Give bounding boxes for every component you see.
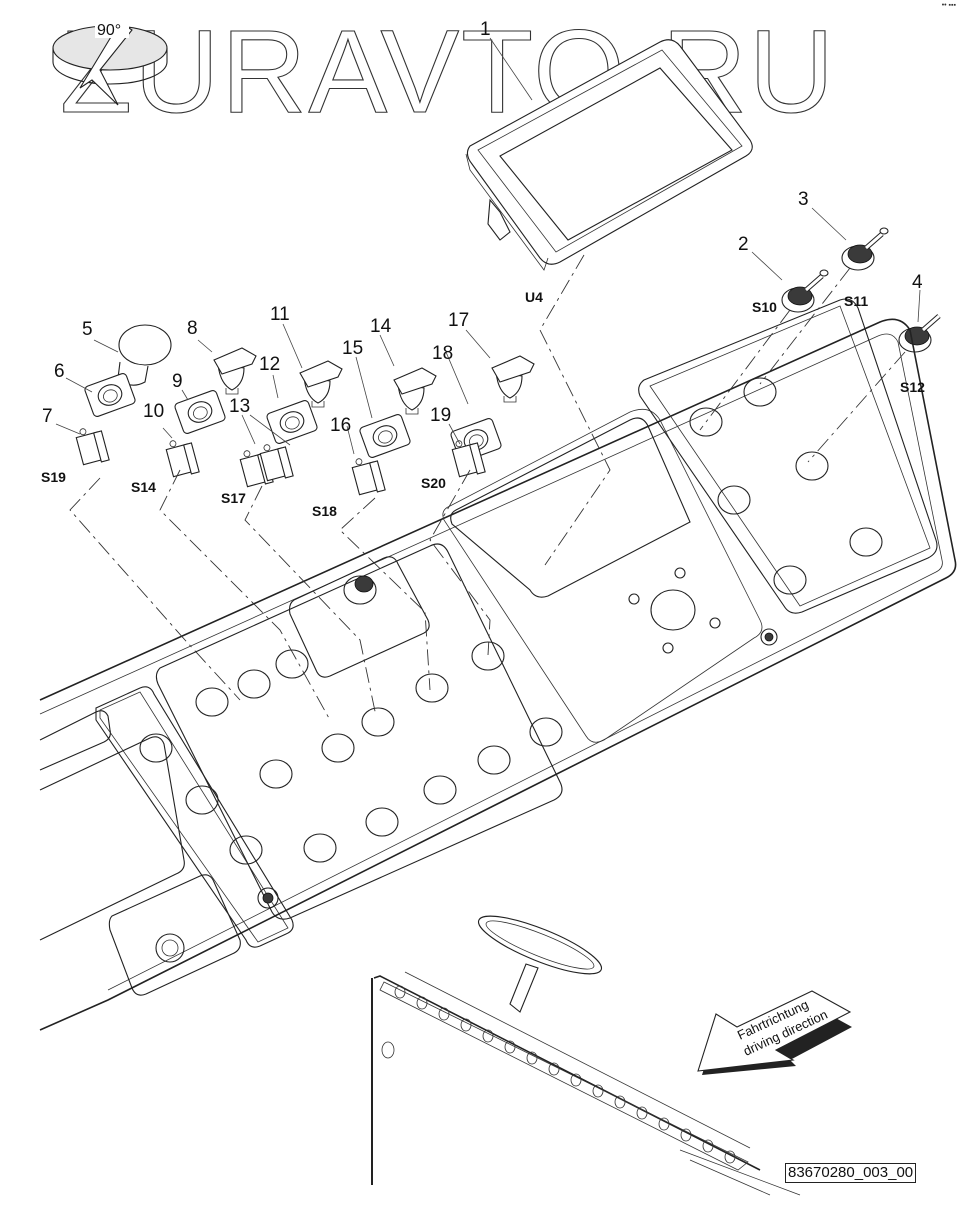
overview-knob (658, 1117, 670, 1131)
emergency-stop-installed (343, 575, 377, 605)
part-number: 18 (432, 343, 453, 364)
overview-knob (702, 1139, 714, 1153)
part-number: 12 (259, 354, 280, 375)
joystick-s10 (781, 269, 829, 313)
part-number: 2 (738, 234, 749, 255)
center-mount-holes (628, 567, 778, 654)
part-number: 11 (270, 304, 290, 325)
button-well (237, 669, 271, 699)
button-well (259, 759, 293, 789)
overview-knob (680, 1128, 692, 1142)
designator-s14: S14 (131, 479, 156, 495)
button-well (365, 807, 399, 837)
overview-knob (592, 1084, 604, 1098)
button-well (185, 785, 219, 815)
leader-lines (55, 37, 921, 455)
overview-knob (570, 1073, 582, 1087)
button-well (743, 377, 777, 407)
contact-block (75, 428, 110, 466)
mounting-bracket (359, 414, 411, 458)
part-number: 16 (330, 415, 351, 436)
mounting-bracket (84, 373, 136, 417)
button-well (849, 527, 883, 557)
designator-s20: S20 (421, 475, 446, 491)
button-well (689, 407, 723, 437)
mounting-bracket (174, 390, 226, 434)
overview-knob (438, 1007, 450, 1021)
part-number: 3 (798, 189, 809, 210)
part-number: 19 (430, 405, 451, 426)
button-well (717, 485, 751, 515)
rotation-angle-label: 90° (97, 22, 121, 39)
contact-block (351, 458, 386, 496)
overview-knob (614, 1095, 626, 1109)
designator-s11: S11 (844, 293, 868, 309)
steering-wheel-icon (477, 915, 603, 1013)
overview-knob (526, 1051, 538, 1065)
designator-labels: U4 S10 S11 S12 S19 S14 S17 S18 S20 (41, 289, 925, 519)
button-well (415, 673, 449, 703)
overview-knob (504, 1040, 516, 1054)
control-panel (39, 298, 957, 1031)
contact-block (259, 444, 294, 482)
button-well (275, 649, 309, 679)
button-well (195, 687, 229, 717)
button-well (773, 565, 807, 595)
designator-u4: U4 (525, 289, 543, 305)
overview-knob (724, 1150, 736, 1164)
button-well (477, 745, 511, 775)
overview-knob (416, 996, 428, 1010)
drawing-id: 83670280_003_00 (785, 1163, 917, 1183)
part-number: 4 (912, 272, 923, 293)
designator-s17: S17 (221, 490, 246, 506)
part-number-labels: 1 2 3 4 5 6 7 8 9 10 11 12 13 14 15 16 1… (42, 19, 923, 436)
overview-knob (482, 1029, 494, 1043)
part-number: 7 (42, 406, 53, 427)
part-number: 13 (229, 396, 250, 417)
button-well (303, 833, 337, 863)
button-well (471, 641, 505, 671)
selector-head (393, 367, 437, 415)
designator-s18: S18 (312, 503, 337, 519)
key-switch (155, 887, 279, 963)
assembly-lines (69, 254, 906, 721)
button-well (795, 451, 829, 481)
button-well (139, 733, 173, 763)
button-well (229, 835, 263, 865)
installation-overview (371, 915, 801, 1196)
overview-knob (636, 1106, 648, 1120)
corner-mark: •• ▪▪▪ (941, 2, 956, 9)
overview-knob (394, 985, 406, 999)
mounting-bracket (266, 400, 318, 444)
part-number: 5 (82, 319, 93, 340)
part-number: 1 (480, 19, 491, 40)
part-number: 17 (448, 310, 469, 331)
part-number: 15 (342, 338, 363, 359)
button-well (423, 775, 457, 805)
button-well (361, 707, 395, 737)
part-number: 10 (143, 401, 164, 422)
designator-s10: S10 (752, 299, 777, 315)
button-well (529, 717, 563, 747)
display-unit-u4 (465, 39, 753, 271)
overview-knob (460, 1018, 472, 1032)
designator-s19: S19 (41, 469, 66, 485)
designator-s12: S12 (900, 379, 925, 395)
button-well (321, 733, 355, 763)
overview-knob (548, 1062, 560, 1076)
rotate-90-icon: 90° (52, 18, 168, 106)
selector-head (299, 360, 343, 408)
part-number: 6 (54, 361, 65, 382)
selector-head (491, 355, 535, 403)
part-number: 9 (172, 371, 183, 392)
driving-direction-arrow: Fahrtrichtung driving direction (697, 990, 852, 1075)
selector-head (213, 347, 257, 395)
joystick-s12 (898, 314, 941, 353)
contact-block (165, 440, 200, 478)
joystick-s11 (841, 227, 889, 271)
part-number: 8 (187, 318, 198, 339)
part-number: 14 (370, 316, 392, 337)
